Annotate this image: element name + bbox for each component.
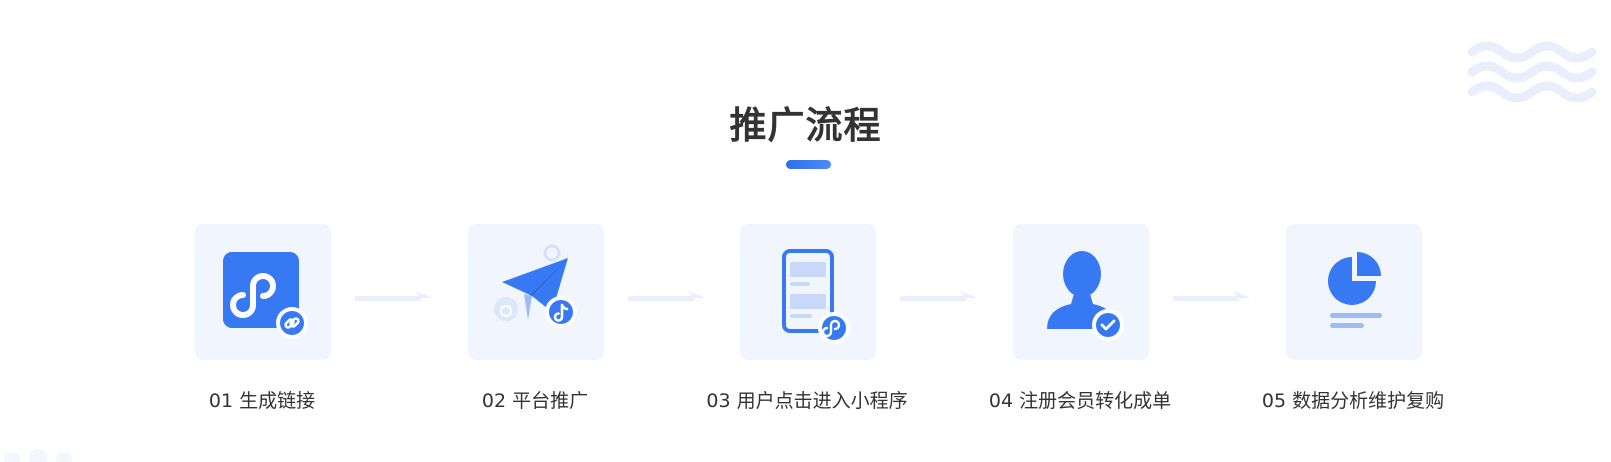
section-title: 推广流程: [729, 104, 882, 147]
flow-arrow-icon: [628, 291, 706, 301]
step-label: 04 注册会员转化成单: [988, 390, 1172, 412]
pie-chart-report-icon: [1328, 252, 1382, 328]
member-verified-icon: [1047, 251, 1124, 341]
step-label: 01 生成链接: [208, 390, 316, 412]
step-card: [468, 224, 604, 360]
step-label: 02 平台推广: [481, 390, 589, 412]
flow-arrow-icon: [900, 291, 978, 301]
paper-plane-share-icon: [494, 244, 577, 328]
step-card: [1013, 224, 1149, 360]
corner-decoration-icon: [4, 449, 72, 462]
step-label: 03 用户点击进入小程序: [706, 390, 908, 412]
wave-decoration-icon: [1467, 41, 1597, 102]
flow-arrow-icon: [355, 291, 433, 301]
step-label: 05 数据分析维护复购: [1261, 390, 1445, 412]
step-card: [740, 224, 876, 360]
flow-arrow-icon: [1173, 291, 1251, 301]
title-underline: [786, 160, 831, 169]
step-card: [1286, 224, 1422, 360]
mini-program-link-icon: [223, 252, 308, 339]
phone-mini-program-icon: [782, 249, 850, 344]
step-card: [195, 224, 331, 360]
